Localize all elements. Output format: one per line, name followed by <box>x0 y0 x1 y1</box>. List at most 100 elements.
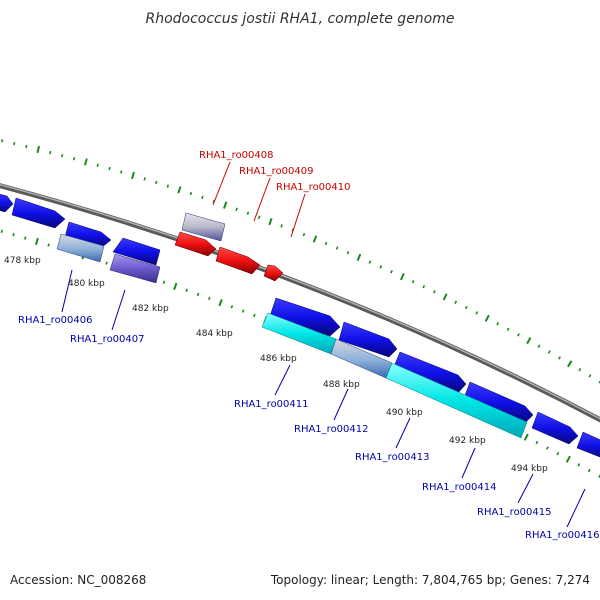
tick-mark <box>218 299 223 307</box>
gene-label-ro00408[interactable]: RHA1_ro00408 <box>199 150 274 161</box>
tick-mark <box>47 243 50 247</box>
tick-mark <box>324 241 328 246</box>
tick-mark <box>96 163 99 167</box>
gene-label-ro00414[interactable]: RHA1_ro00414 <box>422 482 497 493</box>
tick-mark <box>0 229 3 234</box>
tick-mark <box>526 337 532 345</box>
tick-track-outer <box>1 139 600 384</box>
tick-mark <box>547 350 551 354</box>
tick-mark <box>61 154 64 158</box>
map-title: Rhodococcus jostii RHA1, complete genome <box>145 11 454 27</box>
tick-mark <box>356 253 362 261</box>
tick-mark <box>223 201 228 209</box>
tick-mark <box>422 284 426 289</box>
leader-line-ro00416 <box>566 488 586 528</box>
gene-ro00409-arrow[interactable] <box>174 231 217 257</box>
tick-mark <box>196 292 200 297</box>
gene-label-ro00416[interactable]: RHA1_ro00416 <box>525 530 600 541</box>
tick-mark <box>230 305 234 309</box>
tick-mark <box>185 288 188 292</box>
tick-mark <box>578 368 582 372</box>
gene-blue-arrow[interactable] <box>269 297 341 337</box>
gene-label-ro00413[interactable]: RHA1_ro00413 <box>355 452 430 463</box>
gene-blue-arrow[interactable] <box>338 321 398 358</box>
gene-ro00413-arrow[interactable] <box>385 362 528 439</box>
gene-ro00406-arrow[interactable] <box>56 233 105 263</box>
tick-mark <box>155 180 158 185</box>
leader-line-ro00411 <box>274 364 291 396</box>
tick-mark <box>25 144 28 149</box>
tick-labels: 478 kbp 480 kbp 482 kbp 484 kbp 486 kbp … <box>4 256 548 474</box>
tick-mark <box>201 195 204 200</box>
leader-line-ro00414 <box>461 447 476 479</box>
tick-mark <box>120 170 123 174</box>
leader-line-ro00413 <box>395 417 411 449</box>
tick-mark <box>433 290 436 294</box>
tick-mark <box>208 296 211 301</box>
gene-ro00407-arrow[interactable] <box>109 253 161 284</box>
sequence-backbone <box>0 183 600 423</box>
tick-mark <box>565 455 571 463</box>
tick-mark <box>411 279 415 284</box>
gene-label-ro00411[interactable]: RHA1_ro00411 <box>234 399 309 410</box>
gene-blue-arrow[interactable] <box>531 411 579 445</box>
gene-labels: RHA1_ro00408 RHA1_ro00409 RHA1_ro00410 R… <box>18 150 600 541</box>
tick-mark <box>108 166 111 171</box>
tick-mark <box>368 260 372 264</box>
tick-mark <box>558 356 561 360</box>
gene-forward-arrow[interactable] <box>11 197 66 229</box>
tick-mark <box>517 333 520 337</box>
leader-line-ro00407 <box>111 289 126 331</box>
tick-mark <box>13 142 16 146</box>
gene-forward-arrow[interactable] <box>0 193 14 213</box>
tick-mark <box>84 158 88 166</box>
leader-line-ro00415 <box>517 473 534 504</box>
gene-ro00410-arrow[interactable] <box>215 246 261 275</box>
gene-label-ro00415[interactable]: RHA1_ro00415 <box>477 507 552 518</box>
gene-ro00408-arrow[interactable] <box>181 212 226 242</box>
tick-mark <box>12 232 15 237</box>
tick-label-480: 480 kbp <box>68 279 105 289</box>
gene-label-ro00407[interactable]: RHA1_ro00407 <box>70 334 145 345</box>
tick-mark <box>556 451 560 456</box>
tick-mark <box>253 313 256 318</box>
tick-mark <box>523 433 529 441</box>
tick-mark <box>173 282 178 290</box>
tick-mark <box>535 440 539 445</box>
tick-label-488: 488 kbp <box>323 380 360 390</box>
gene-label-ro00412[interactable]: RHA1_ro00412 <box>294 424 369 435</box>
tick-mark <box>189 191 193 196</box>
tick-mark <box>588 374 592 378</box>
gene-label-ro00409[interactable]: RHA1_ro00409 <box>239 166 314 177</box>
tick-mark <box>246 211 250 215</box>
gene-blue-arrow[interactable] <box>576 431 600 459</box>
tick-mark <box>312 235 318 243</box>
highlighted-genes <box>174 231 284 282</box>
tick-label-490: 490 kbp <box>386 408 423 418</box>
tick-label-492: 492 kbp <box>449 436 486 446</box>
tick-label-478: 478 kbp <box>4 256 41 266</box>
tick-mark <box>143 177 146 181</box>
tick-mark <box>442 293 448 301</box>
tick-mark <box>302 232 306 237</box>
tick-mark <box>454 300 458 304</box>
tick-mark <box>475 311 479 315</box>
gene-label-ro00406[interactable]: RHA1_ro00406 <box>18 315 93 326</box>
tick-mark <box>49 150 52 155</box>
accession-label: Accession: NC_008268 <box>10 573 147 587</box>
tick-mark <box>1 139 4 143</box>
gene-forward-arrow[interactable] <box>64 221 112 249</box>
tick-mark <box>496 322 500 326</box>
leader-line-ro00408 <box>212 161 231 206</box>
tick-mark <box>537 344 541 348</box>
tick-label-494: 494 kbp <box>511 464 548 474</box>
gene-label-ro00410[interactable]: RHA1_ro00410 <box>276 182 351 193</box>
leader-line-ro00412 <box>333 388 349 421</box>
gene-small-red-arrow[interactable] <box>263 264 284 282</box>
tick-mark <box>506 327 510 331</box>
tick-mark <box>212 199 216 203</box>
forward-strand-genes <box>0 193 226 249</box>
gene-blue-arrow[interactable] <box>112 237 161 266</box>
leader-line-ro00409 <box>253 177 271 222</box>
